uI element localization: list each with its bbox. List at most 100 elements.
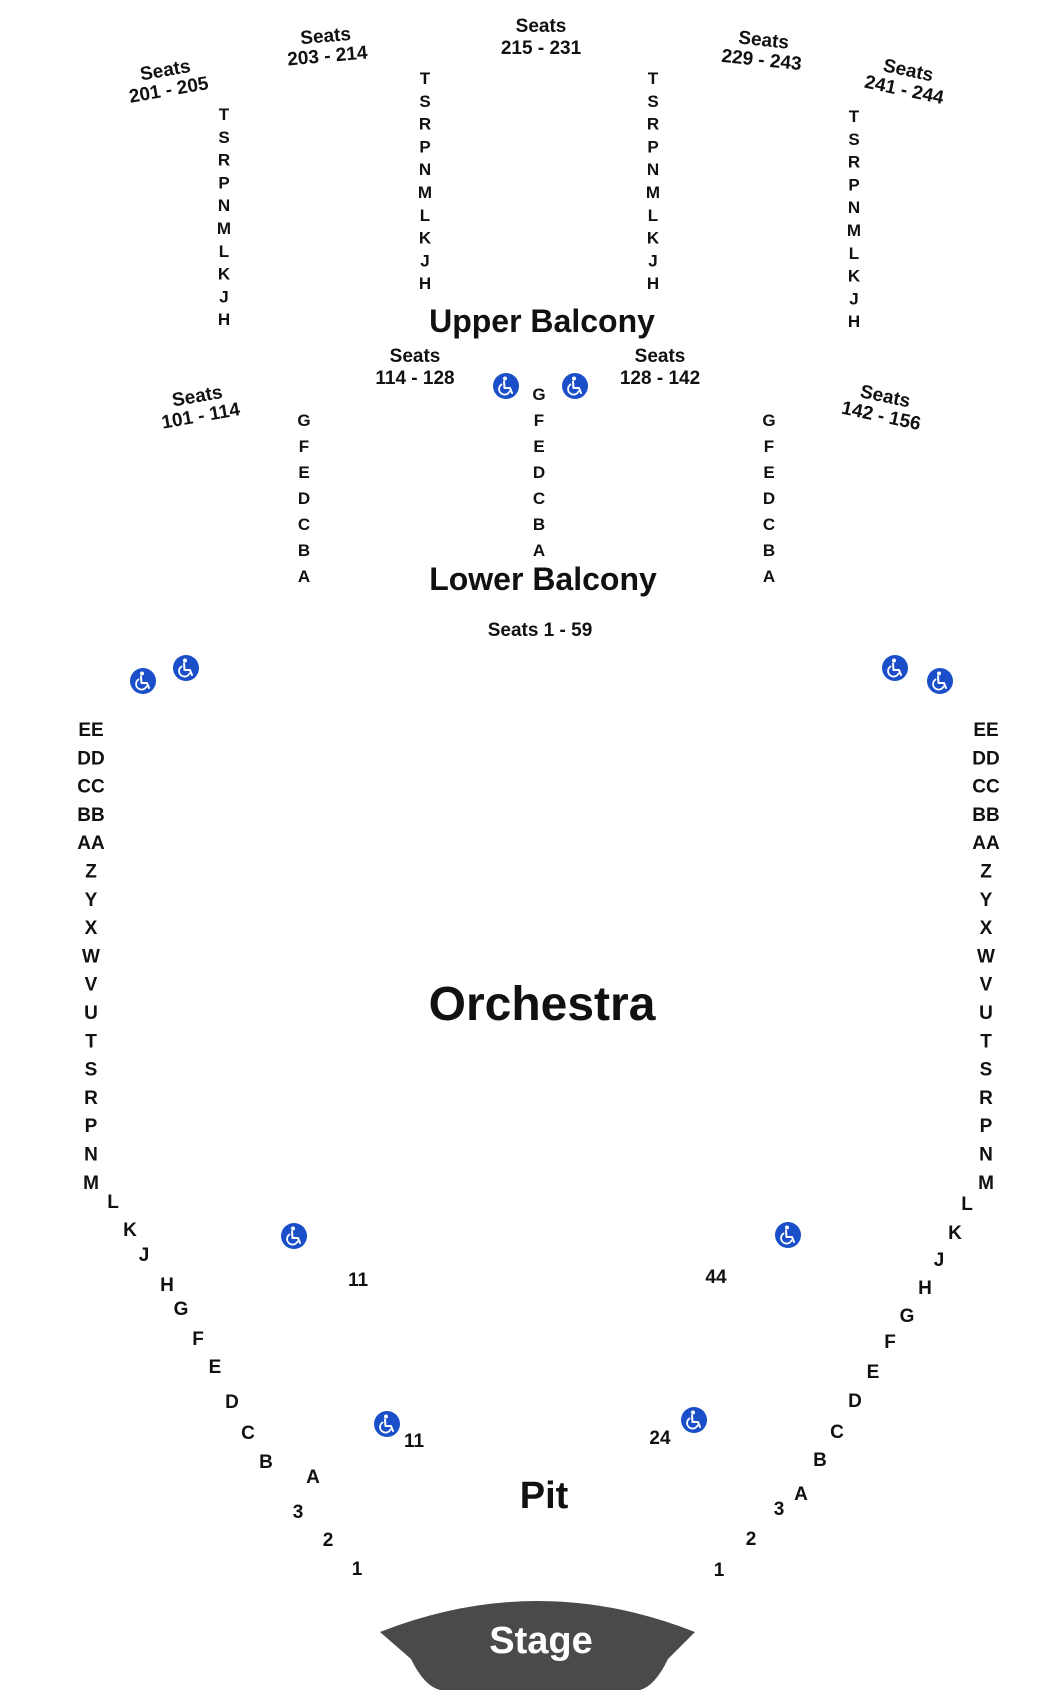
row-label-pit-1-left: 1 (352, 1559, 363, 1580)
wheelchair-icon (492, 372, 520, 400)
row-label: C (763, 515, 775, 534)
row-label: H (918, 1278, 932, 1299)
row-label: D (763, 489, 775, 508)
row-label: P (85, 1116, 98, 1137)
row-label: P (980, 1116, 993, 1137)
row-label-pit-2-right: 2 (746, 1529, 757, 1550)
row-label: L (420, 206, 430, 225)
row-label-pit-3-left: 3 (293, 1502, 304, 1523)
row-label: R (84, 1088, 98, 1109)
row-label: AA (972, 833, 1000, 854)
wheelchair-icon (926, 667, 954, 695)
seat-label-241-244: Seats 241 - 244 (863, 55, 946, 109)
upper-balcony-title: Upper Balcony (429, 303, 655, 339)
seat-label-line1: Seats (635, 346, 686, 367)
row-label: D (298, 489, 310, 508)
wheelchair-icon (774, 1221, 802, 1249)
row-label: R (647, 115, 659, 134)
row-label: T (849, 107, 860, 126)
row-label: L (648, 206, 658, 225)
wheelchair-icon (172, 654, 200, 682)
row-label: EE (973, 720, 998, 741)
row-label: L (107, 1192, 119, 1213)
row-label: E (763, 463, 774, 482)
row-label: B (763, 541, 775, 560)
row-label: R (419, 115, 431, 134)
row-label: V (980, 975, 993, 996)
row-label: C (830, 1422, 844, 1443)
row-label: C (241, 1423, 255, 1444)
row-label: D (533, 463, 545, 482)
row-label-pit-3-right: 3 (774, 1499, 785, 1520)
row-label: L (219, 242, 229, 261)
row-label: G (762, 411, 775, 430)
row-label: J (849, 289, 858, 308)
row-label: V (85, 975, 98, 996)
row-label: X (85, 918, 98, 939)
row-label: L (961, 1194, 973, 1215)
row-label: J (420, 251, 429, 270)
row-label: AA (77, 833, 105, 854)
stage-shape (380, 1601, 695, 1690)
wheelchair-icon (129, 667, 157, 695)
row-label: N (848, 198, 860, 217)
row-label: F (299, 437, 309, 456)
row-label: E (867, 1362, 880, 1383)
row-label-pit-a-left: A (306, 1467, 320, 1488)
row-label: T (85, 1031, 97, 1052)
row-label: T (420, 69, 431, 88)
row-label: N (419, 160, 431, 179)
row-label: J (934, 1250, 945, 1271)
row-label: K (848, 267, 861, 286)
row-label: S (848, 130, 859, 149)
row-label: F (884, 1332, 896, 1353)
lower-balcony-title: Lower Balcony (429, 561, 657, 597)
row-label: P (419, 137, 430, 156)
row-label: K (419, 229, 432, 248)
wheelchair-icon (881, 654, 909, 682)
seat-number-orch-right: 44 (705, 1267, 727, 1288)
row-label: D (225, 1392, 239, 1413)
row-label: S (647, 92, 658, 111)
row-label: Y (980, 890, 993, 911)
seat-label-line2: 215 - 231 (501, 38, 582, 59)
seat-number-orch-left: 11 (348, 1270, 369, 1291)
seat-label-line1: Seats (516, 16, 567, 37)
row-label: B (298, 541, 310, 560)
row-label: H (160, 1275, 174, 1296)
row-label: P (647, 137, 658, 156)
row-label: J (219, 287, 228, 306)
row-label: R (218, 151, 230, 170)
row-label: B (259, 1452, 273, 1473)
row-label: N (84, 1145, 98, 1166)
row-label: M (83, 1173, 99, 1194)
seat-label-line1: Seats (390, 346, 441, 367)
row-label: M (847, 221, 861, 240)
seat-label-201-205: Seats 201 - 205 (127, 56, 210, 108)
seat-label-114-128: Seats 114 - 128 (375, 346, 454, 389)
row-label: F (192, 1329, 204, 1350)
orchestra-title: Orchestra (429, 978, 656, 1031)
row-label: DD (972, 748, 999, 769)
row-label: P (218, 173, 229, 192)
row-label: W (977, 946, 995, 967)
pit-title: Pit (520, 1475, 569, 1517)
seat-label-142-156: Seats 142 - 156 (840, 381, 923, 435)
row-label-pit-a-right: A (794, 1484, 808, 1505)
row-label: S (85, 1060, 98, 1081)
row-label: CC (972, 777, 1000, 798)
row-label: Y (85, 890, 98, 911)
row-label: G (174, 1299, 189, 1320)
row-label: F (534, 411, 544, 430)
row-label: M (978, 1173, 994, 1194)
seat-label-line2: 203 - 214 (286, 42, 368, 70)
